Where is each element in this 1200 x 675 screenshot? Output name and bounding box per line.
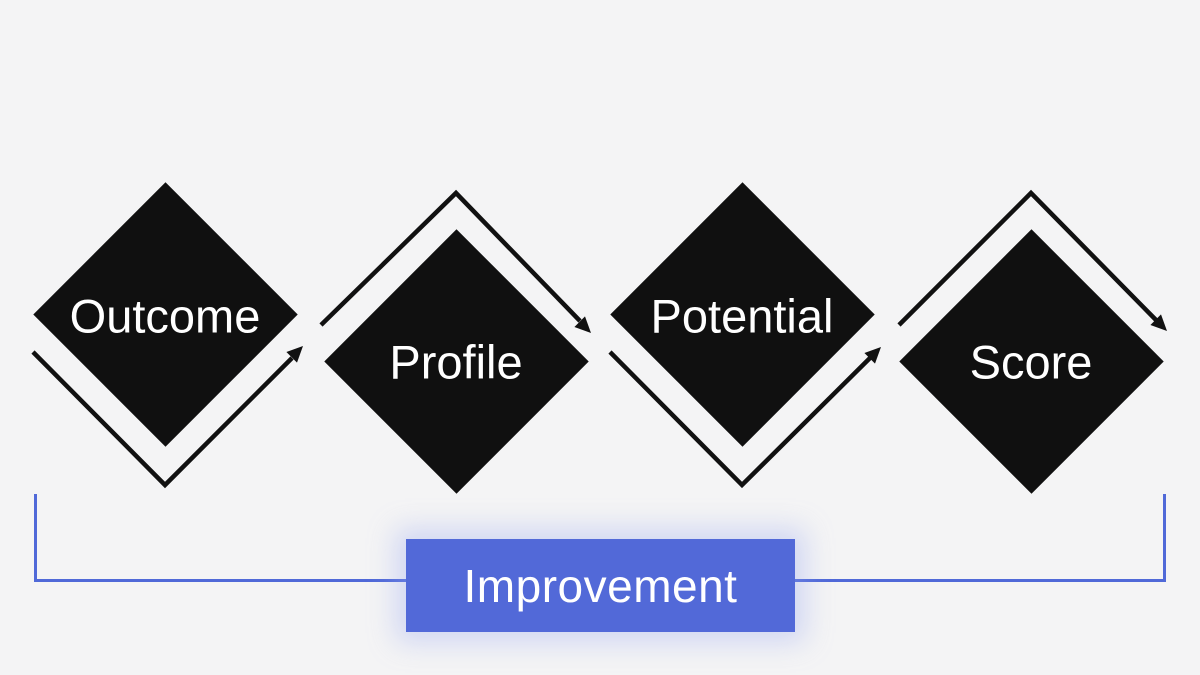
arrow-profile-to-potential-icon	[319, 189, 591, 333]
diamond-label-potential: Potential	[650, 289, 834, 343]
feedback-bracket-right	[795, 494, 1166, 582]
diamond-label-profile: Profile	[389, 335, 523, 389]
arrow-potential-to-score-icon	[608, 347, 881, 489]
feedback-bracket-left	[34, 494, 406, 582]
arrow-outcome-to-profile-icon	[31, 346, 303, 489]
improvement-box: Improvement	[406, 539, 795, 632]
diamond-label-score: Score	[969, 335, 1093, 389]
diamond-label-outcome: Outcome	[69, 289, 261, 343]
improvement-label: Improvement	[463, 559, 738, 612]
arrow-score-exit-icon	[897, 189, 1167, 331]
